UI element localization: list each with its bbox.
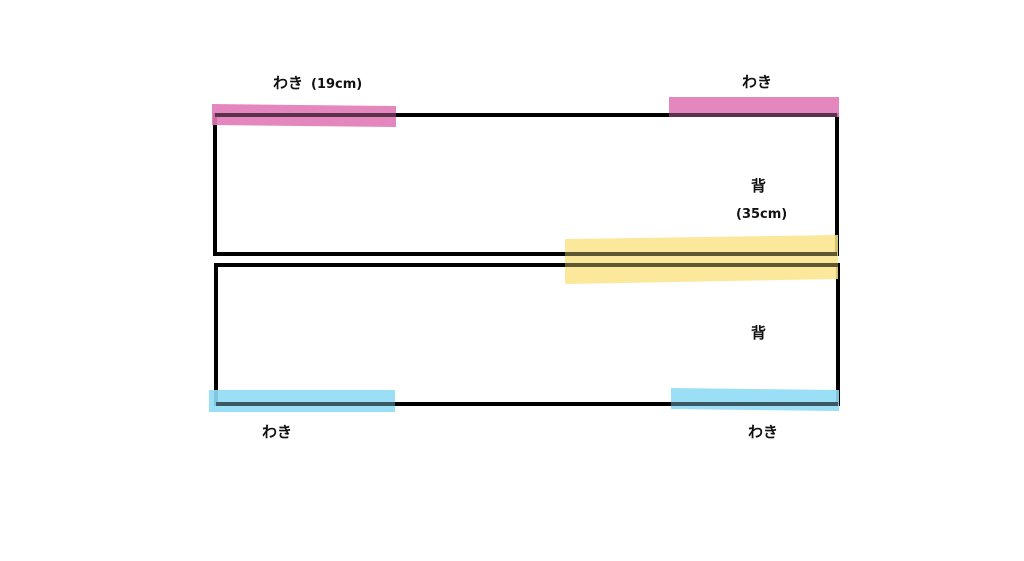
top-left-measurement-label: (19cm) [311, 77, 362, 92]
top-left-waki-label: わき [273, 74, 303, 92]
bottom-left-waki-highlight [209, 390, 395, 412]
back-measurement-label: (35cm) [736, 207, 787, 222]
upper-fabric-rectangle [213, 113, 839, 256]
top-right-waki-highlight [669, 97, 839, 117]
bottom-right-waki-highlight [671, 388, 839, 411]
bottom-left-waki-label: わき [262, 423, 292, 441]
back-seam-highlight [565, 235, 838, 284]
lower-fabric-rectangle [214, 263, 840, 406]
back-upper-label: 背 [751, 177, 766, 195]
top-right-waki-label: わき [742, 73, 772, 91]
back-lower-label: 背 [751, 324, 766, 342]
bottom-right-waki-label: わき [748, 423, 778, 441]
